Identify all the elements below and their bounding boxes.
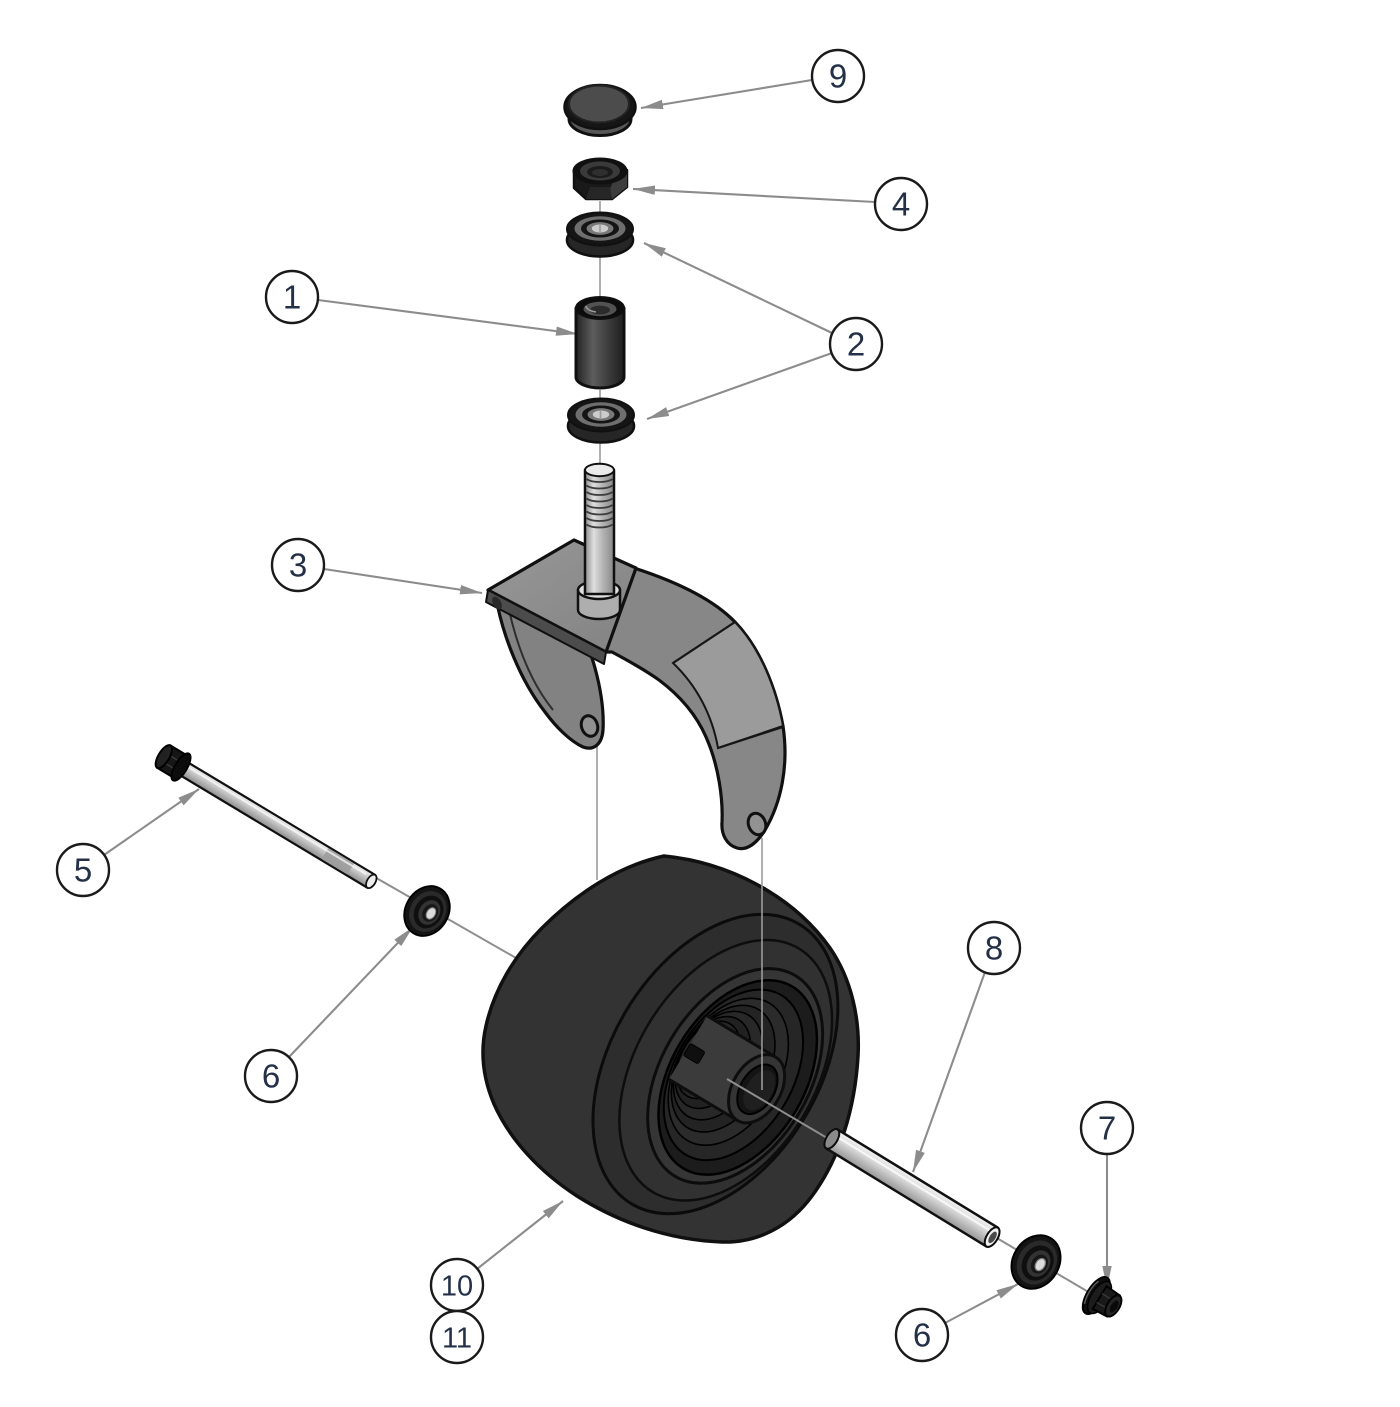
svg-text:10: 10 xyxy=(441,1271,473,1303)
part-threaded-stem xyxy=(583,462,616,596)
callout-10: 10 xyxy=(429,1257,485,1313)
svg-text:6: 6 xyxy=(262,1058,280,1095)
part-flange-nut xyxy=(1081,1276,1123,1318)
leader-1 xyxy=(317,298,579,336)
callout-1: 1 xyxy=(264,269,320,325)
leader-4 xyxy=(632,185,876,204)
svg-text:8: 8 xyxy=(985,930,1003,967)
part-flanged-bearing-right xyxy=(1010,1234,1062,1290)
hub-center-tube xyxy=(668,1014,787,1125)
part-axle-spacer-tube xyxy=(823,1128,1001,1248)
wheel-face xyxy=(591,912,840,1216)
svg-text:6: 6 xyxy=(913,1317,931,1354)
svg-text:9: 9 xyxy=(829,58,847,95)
part-axle-bolt xyxy=(154,744,378,890)
leader-5 xyxy=(103,788,200,856)
part-flanged-bearing-left xyxy=(403,885,451,937)
fork-plate-edge xyxy=(485,589,607,665)
part-wheel-and-tire xyxy=(481,854,861,1244)
leader-10 xyxy=(476,1200,564,1270)
callout-balloons: 9 4 2 1 3 5 6 8 xyxy=(55,48,1135,1365)
svg-text:7: 7 xyxy=(1098,1110,1116,1147)
svg-text:3: 3 xyxy=(289,547,307,584)
nut-bore xyxy=(1109,1300,1119,1313)
callout-leaders xyxy=(103,78,1112,1324)
callout-7: 7 xyxy=(1079,1100,1135,1156)
part-dust-cap xyxy=(563,83,637,137)
callout-9: 9 xyxy=(810,48,866,104)
callout-2: 2 xyxy=(828,316,884,372)
callout-3: 3 xyxy=(270,537,326,593)
part-caster-fork xyxy=(485,538,787,851)
part-spacer-bushing xyxy=(574,296,626,390)
leader-2a xyxy=(643,242,833,334)
part-stem-bearing-upper xyxy=(565,211,635,258)
fork-right-axle-hole xyxy=(746,811,768,837)
spacer-bore xyxy=(590,305,610,315)
leader-2b xyxy=(646,352,833,420)
part-hex-nut xyxy=(572,157,629,201)
leader-6-left xyxy=(288,926,414,1058)
callout-8: 8 xyxy=(966,920,1022,976)
stem-threads xyxy=(585,478,614,529)
bearing-bore xyxy=(1034,1257,1046,1272)
callout-4: 4 xyxy=(873,176,929,232)
svg-text:5: 5 xyxy=(74,852,92,889)
svg-text:1: 1 xyxy=(283,279,301,316)
tube-bore xyxy=(988,1231,997,1244)
callout-6-right: 6 xyxy=(894,1307,950,1363)
hub-keyway xyxy=(683,1043,705,1064)
callout-11: 11 xyxy=(429,1309,485,1365)
fork-left-axle-hole xyxy=(579,714,600,738)
leader-6-right xyxy=(944,1283,1019,1324)
callout-6-left: 6 xyxy=(243,1048,299,1104)
cap-top-face xyxy=(568,84,630,124)
svg-text:2: 2 xyxy=(847,326,865,363)
leader-9 xyxy=(640,78,813,110)
bearing-bore xyxy=(425,907,437,920)
callout-5: 5 xyxy=(55,842,111,898)
leader-8 xyxy=(912,971,986,1173)
svg-text:4: 4 xyxy=(892,186,910,223)
part-stem-bearing-lower xyxy=(566,397,636,444)
svg-text:11: 11 xyxy=(442,1323,472,1355)
leader-3 xyxy=(323,567,483,595)
